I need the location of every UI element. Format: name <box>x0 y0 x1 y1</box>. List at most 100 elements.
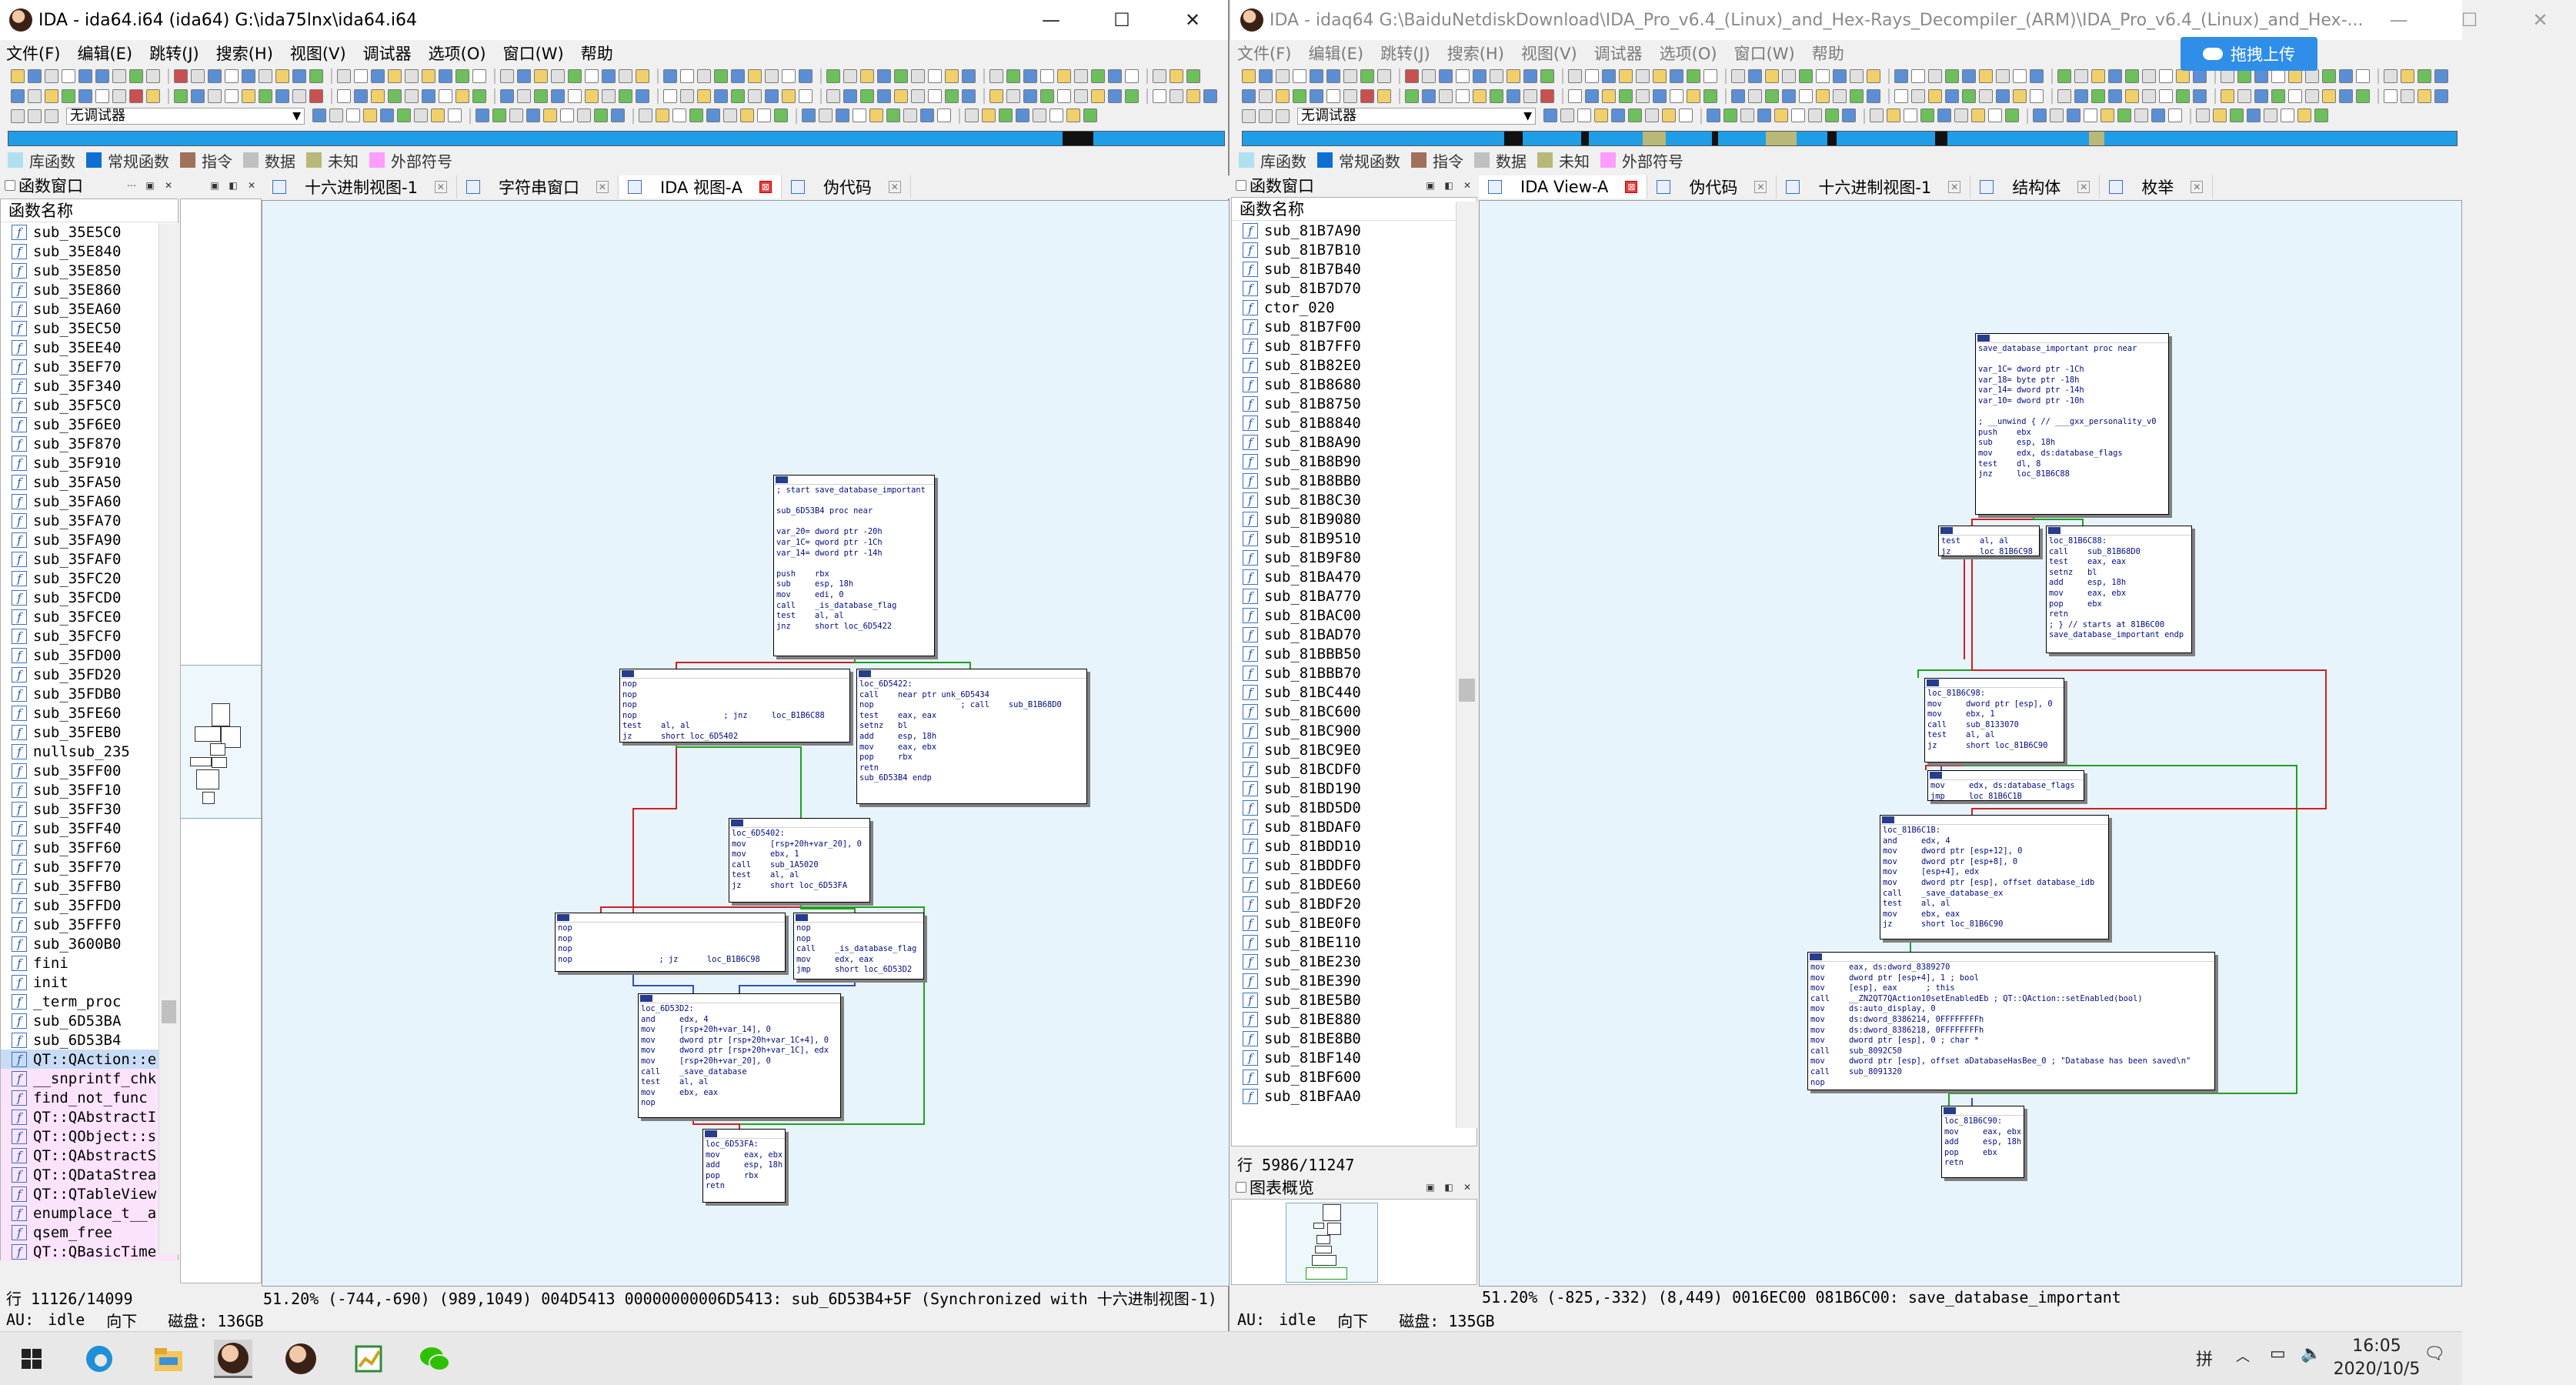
toolbar-button-icon[interactable] <box>577 108 591 122</box>
toolbar-button-icon[interactable] <box>517 69 531 83</box>
toolbar-button-icon[interactable] <box>259 69 272 83</box>
toolbar-button-icon[interactable] <box>1703 89 1717 103</box>
toolbar-button-icon[interactable] <box>568 69 582 83</box>
toolbar-button-icon[interactable] <box>45 89 58 103</box>
toolbar-button-icon[interactable] <box>526 108 540 122</box>
toolbar-button-icon[interactable] <box>62 69 75 83</box>
toolbar-button-icon[interactable] <box>911 69 925 83</box>
toolbar-button-icon[interactable] <box>2142 69 2156 83</box>
toolbar-button-icon[interactable] <box>1971 108 1985 122</box>
toolbar-button-icon[interactable] <box>2057 69 2071 83</box>
toolbar-button-icon[interactable] <box>1006 69 1020 83</box>
toolbar-button-icon[interactable] <box>1170 69 1183 83</box>
toolbar-button-icon[interactable] <box>1988 108 2002 122</box>
toolbar-button-icon[interactable] <box>1343 89 1357 103</box>
toolbar-button-icon[interactable] <box>1074 89 1088 103</box>
toolbar-button-icon[interactable] <box>397 108 411 122</box>
toolbar-button-icon[interactable] <box>354 69 368 83</box>
toolbar-button-icon[interactable] <box>292 69 306 83</box>
tab-pseudocode[interactable]: 伪代码✕ <box>782 175 911 199</box>
tab-close-icon[interactable]: ✕ <box>1948 181 1961 193</box>
menu-file[interactable]: 文件(F) <box>1237 45 1292 63</box>
toolbar-button-icon[interactable] <box>877 89 891 103</box>
toolbar-button-icon[interactable] <box>962 69 976 83</box>
toolbar-button-icon[interactable] <box>765 69 779 83</box>
toolbar-button-icon[interactable] <box>2013 89 2027 103</box>
toolbar-button-icon[interactable] <box>2013 69 2027 83</box>
toolbar-button-icon[interactable] <box>1203 89 1217 103</box>
toolbar-button-icon[interactable] <box>2117 108 2131 122</box>
toolbar-button-icon[interactable] <box>2384 69 2397 83</box>
toolbar-button-icon[interactable] <box>1928 69 1942 83</box>
clock-date[interactable]: 2020/10/5 <box>2333 1360 2421 1379</box>
tab-ida-view-a[interactable]: IDA View-A⊠ <box>1479 175 1648 199</box>
toolbar-button-icon[interactable] <box>869 108 883 122</box>
toolbar-button-icon[interactable] <box>1490 89 1503 103</box>
toolbar-button-icon[interactable] <box>1310 89 1323 103</box>
toolbar-button-icon[interactable] <box>894 69 908 83</box>
toolbar-button-icon[interactable] <box>225 89 239 103</box>
toolbar-button-icon[interactable] <box>2074 69 2088 83</box>
toolbar-button-icon[interactable] <box>146 69 160 83</box>
toolbar-button-icon[interactable] <box>2434 89 2448 103</box>
toolbar-button-icon[interactable] <box>843 89 857 103</box>
toolbar-button-icon[interactable] <box>860 69 874 83</box>
minimize-button[interactable]: — <box>1042 9 1060 31</box>
toolbar-button-icon[interactable] <box>1456 69 1470 83</box>
toolbar-button-icon[interactable] <box>1723 108 1737 122</box>
toolbar-button-icon[interactable] <box>1422 69 1436 83</box>
toolbar-button-icon[interactable] <box>860 89 874 103</box>
graph-node[interactable]: mov eax, ds:dword_8389270 mov dword ptr … <box>1807 952 2215 1090</box>
toolbar-button-icon[interactable] <box>1791 108 1805 122</box>
toolbar-button-icon[interactable] <box>1523 89 1537 103</box>
tab-ida-view-a[interactable]: IDA 视图-A⊠ <box>618 175 782 199</box>
menu-help[interactable]: 帮助 <box>580 45 613 63</box>
toolbar-button-icon[interactable] <box>619 69 632 83</box>
clock-time[interactable]: 16:05 <box>2352 1337 2401 1356</box>
toolbar-button-icon[interactable] <box>1293 89 1306 103</box>
toolbar-button-icon[interactable] <box>697 69 711 83</box>
toolbar-button-icon[interactable] <box>388 69 402 83</box>
toolbar-button-icon[interactable] <box>1782 69 1796 83</box>
toolbar-button-icon[interactable] <box>371 69 385 83</box>
debugger-select[interactable]: 无调试器▼ <box>66 108 305 125</box>
toolbar-button-icon[interactable] <box>2193 69 2207 83</box>
toolbar-button-icon[interactable] <box>2067 108 2080 122</box>
toolbar-button-icon[interactable] <box>568 89 582 103</box>
toolbar-button-icon[interactable] <box>2221 69 2234 83</box>
toolbar-button-icon[interactable] <box>2418 69 2431 83</box>
toolbar-button-icon[interactable] <box>2176 69 2190 83</box>
toolbar-button-icon[interactable] <box>853 108 866 122</box>
toolbar-button-icon[interactable] <box>112 69 126 83</box>
toolbar-button-icon[interactable] <box>455 89 469 103</box>
toolbar-button-icon[interactable] <box>543 108 557 122</box>
toolbar-button-icon[interactable] <box>714 69 728 83</box>
taskbar-wechat[interactable] <box>415 1340 454 1378</box>
toolbar-button-icon[interactable] <box>836 108 849 122</box>
toolbar-button-icon[interactable] <box>1774 108 1788 122</box>
toolbar-button-icon[interactable] <box>455 69 469 83</box>
panel-menu-icon[interactable]: ⋯ <box>127 180 136 191</box>
toolbar-button-icon[interactable] <box>509 108 523 122</box>
functions-column-header[interactable]: 函数名称 <box>1232 198 1477 221</box>
tab-close-icon[interactable]: ✕ <box>596 181 609 193</box>
